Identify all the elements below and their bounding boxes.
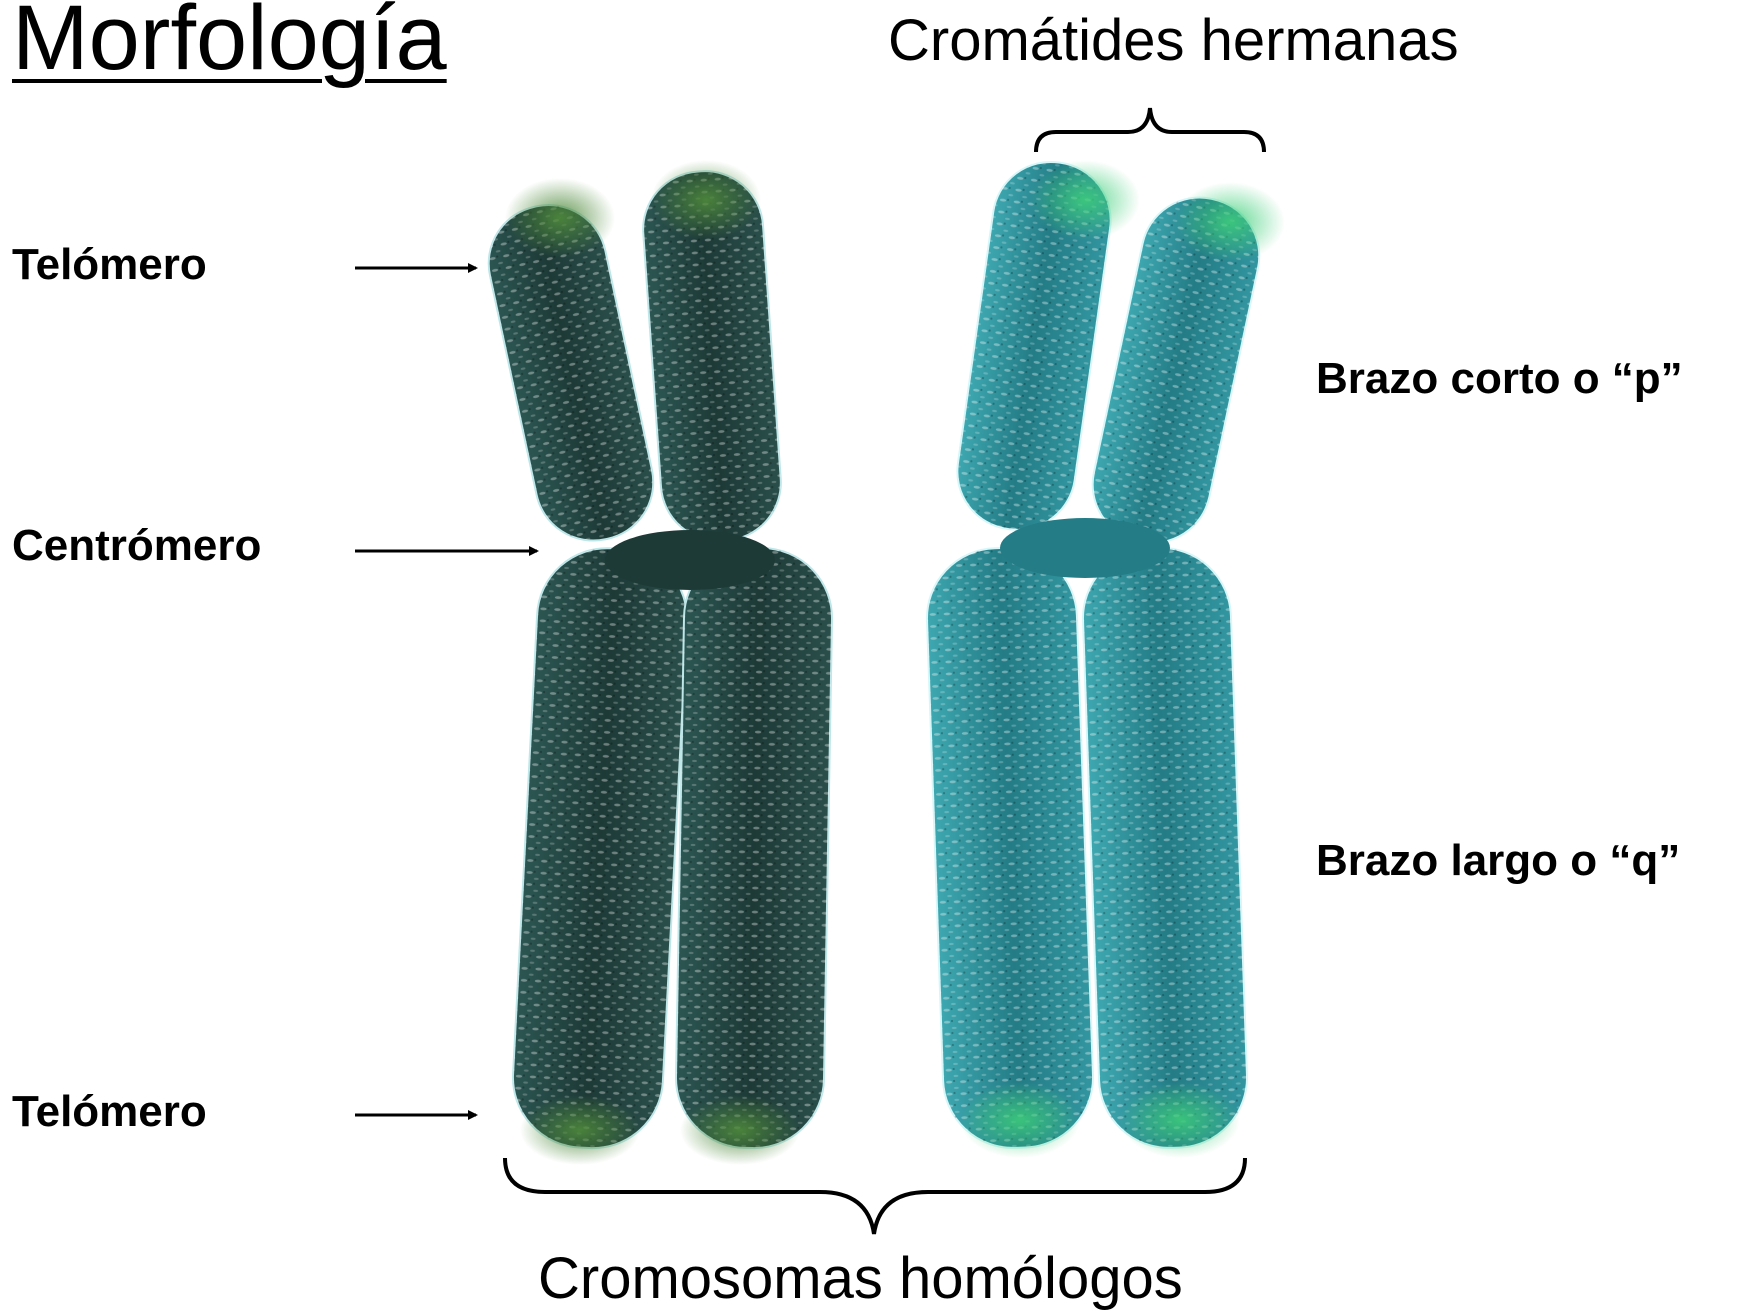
right-chromosome — [925, 154, 1285, 1158]
homologous-chromosomes-brace — [505, 1158, 1245, 1234]
left-chromosome — [478, 160, 833, 1165]
left-centromere — [605, 530, 775, 590]
right-centromere — [1000, 518, 1170, 578]
sister-chromatids-brace — [1036, 108, 1264, 152]
